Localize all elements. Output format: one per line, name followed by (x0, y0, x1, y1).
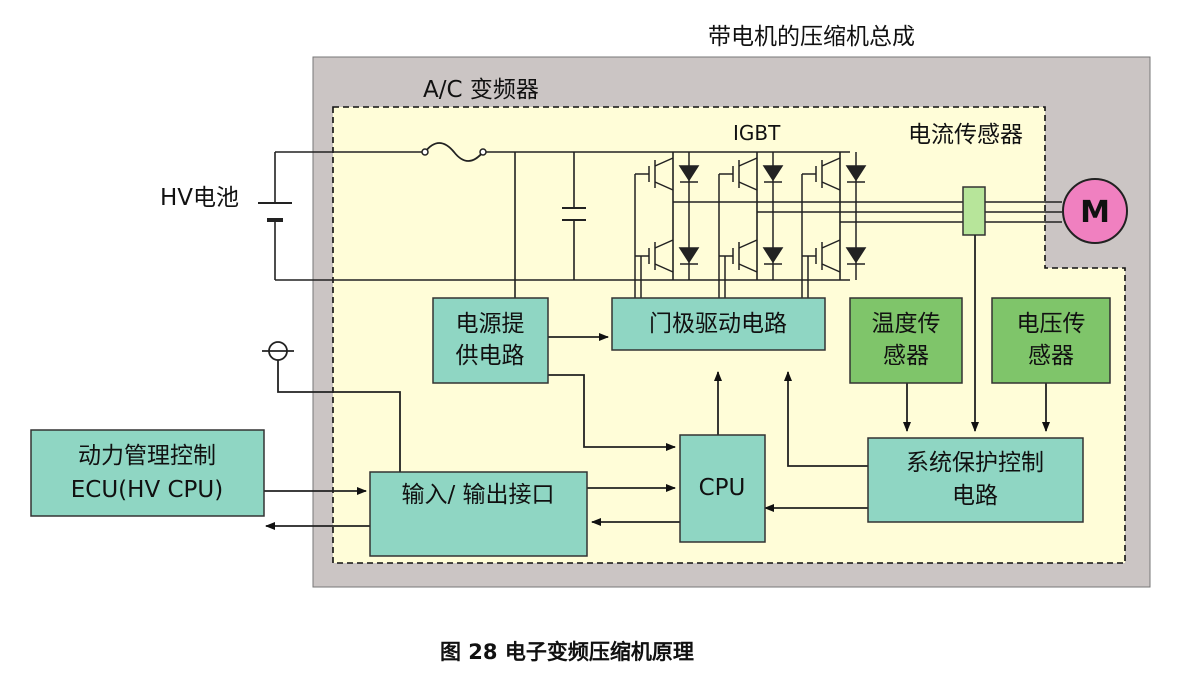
current-sensor (962, 186, 986, 236)
sensor-input-icon (262, 341, 294, 361)
igbt-switch-6 (802, 222, 867, 280)
signal-wires (264, 235, 1050, 530)
temp-sensor-text-2: 感器 (883, 343, 929, 369)
battery-icon (258, 202, 292, 222)
power-supply-text-1: 电源提 (456, 311, 525, 337)
fuse-icon (424, 142, 484, 162)
motor-icon (1062, 178, 1128, 244)
assembly-label: 带电机的压缩机总成 (708, 24, 915, 50)
power-bus (274, 151, 1062, 298)
battery-label: HV电池 (160, 185, 239, 211)
igbt-switch-4 (719, 212, 784, 280)
igbt-switch-1 (635, 152, 700, 202)
protection-text-1: 系统保护控制 (906, 450, 1044, 476)
current-sensor-label: 电流传感器 (908, 122, 1023, 148)
io-interface-box (369, 471, 588, 557)
voltage-sensor-text-2: 感器 (1028, 343, 1074, 369)
voltage-sensor-box (991, 297, 1111, 384)
temp-sensor-box (849, 297, 963, 384)
inverter-label: A/C 变频器 (423, 77, 539, 103)
power-supply-text-2: 供电路 (456, 343, 525, 369)
gate-drive-text: 门极驱动电路 (649, 311, 787, 337)
temp-sensor-text-1: 温度传 (872, 311, 941, 337)
power-supply-box (432, 297, 549, 384)
protection-text-2: 电路 (952, 483, 998, 509)
block-boxes (30, 297, 1111, 557)
ecu-box (30, 429, 265, 517)
capacitor-icon (562, 207, 586, 221)
igbt-switch-5 (802, 152, 867, 222)
motor-label: M (1080, 195, 1110, 230)
io-interface-text: 输入/ 输出接口 (401, 482, 554, 508)
protection-box (867, 437, 1084, 523)
figure-caption: 图 28 电子变频压缩机原理 (440, 640, 694, 664)
igbt-label: IGBT (733, 121, 781, 145)
igbt-bridge (634, 152, 867, 298)
cpu-text: CPU (699, 475, 746, 501)
cpu-box (679, 434, 766, 543)
voltage-sensor-text-1: 电压传 (1017, 311, 1086, 337)
ecu-text-2: ECU(HV CPU) (71, 477, 223, 503)
igbt-switch-3 (719, 152, 784, 212)
ecu-text-1: 动力管理控制 (78, 443, 216, 469)
igbt-switch-2 (635, 202, 700, 280)
gate-drive-box (611, 297, 826, 351)
